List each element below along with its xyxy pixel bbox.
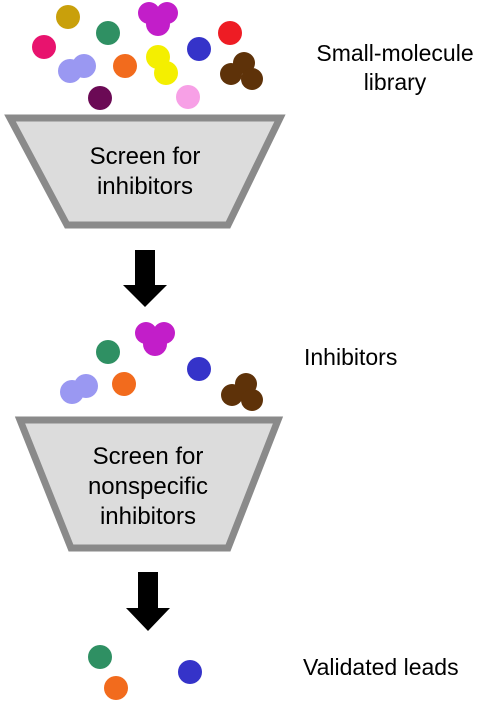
- molecule-lavender-pair: [58, 54, 96, 83]
- down-arrow-1: [123, 250, 167, 307]
- label-library-line1: Small-molecule: [316, 40, 474, 66]
- label-validated-leads: Validated leads: [303, 654, 459, 680]
- funnel-screen-inhibitors: Screen for inhibitors: [4, 114, 286, 229]
- molecule-yellow-pair: [146, 45, 178, 85]
- molecule-blue: [187, 357, 211, 381]
- funnel-screen-nonspecific: Screen for nonspecific inhibitors: [14, 416, 284, 552]
- molecule-brown-cluster: [220, 52, 263, 90]
- molecule-magenta-cluster: [135, 322, 175, 356]
- funnel-shape: [14, 416, 284, 552]
- library-molecules: [32, 2, 263, 110]
- molecule-brown-cluster: [221, 373, 263, 411]
- label-library-line2: library: [363, 69, 427, 95]
- molecule-orange: [113, 54, 137, 78]
- molecule-orange: [104, 676, 128, 700]
- label-inhibitors: Inhibitors: [304, 344, 398, 370]
- molecule-pink: [32, 35, 56, 59]
- molecule-blue: [187, 37, 211, 61]
- down-arrow-2: [126, 572, 170, 631]
- funnel-bottom-line3: inhibitors: [100, 503, 196, 530]
- molecule-magenta-cluster: [138, 2, 178, 36]
- label-small-molecule-library: Small-molecule library: [300, 39, 490, 97]
- molecule-light-pink: [176, 85, 200, 109]
- molecule-green: [96, 340, 120, 364]
- molecule-green: [96, 21, 120, 45]
- funnel-bottom-line1: Screen for: [93, 443, 204, 470]
- validated-lead-molecules: [88, 645, 202, 700]
- molecule-orange: [112, 372, 136, 396]
- funnel-bottom-line2: nonspecific: [88, 473, 208, 500]
- molecule-red: [218, 21, 242, 45]
- molecule-purple: [88, 86, 112, 110]
- funnel-shape: [4, 114, 286, 229]
- inhibitor-molecules: [60, 322, 263, 411]
- molecule-blue: [178, 660, 202, 684]
- funnel-top-line2: inhibitors: [97, 173, 193, 200]
- molecule-gold: [56, 5, 80, 29]
- funnel-top-line1: Screen for: [90, 143, 201, 170]
- molecule-lavender-pair: [60, 374, 98, 404]
- molecule-green: [88, 645, 112, 669]
